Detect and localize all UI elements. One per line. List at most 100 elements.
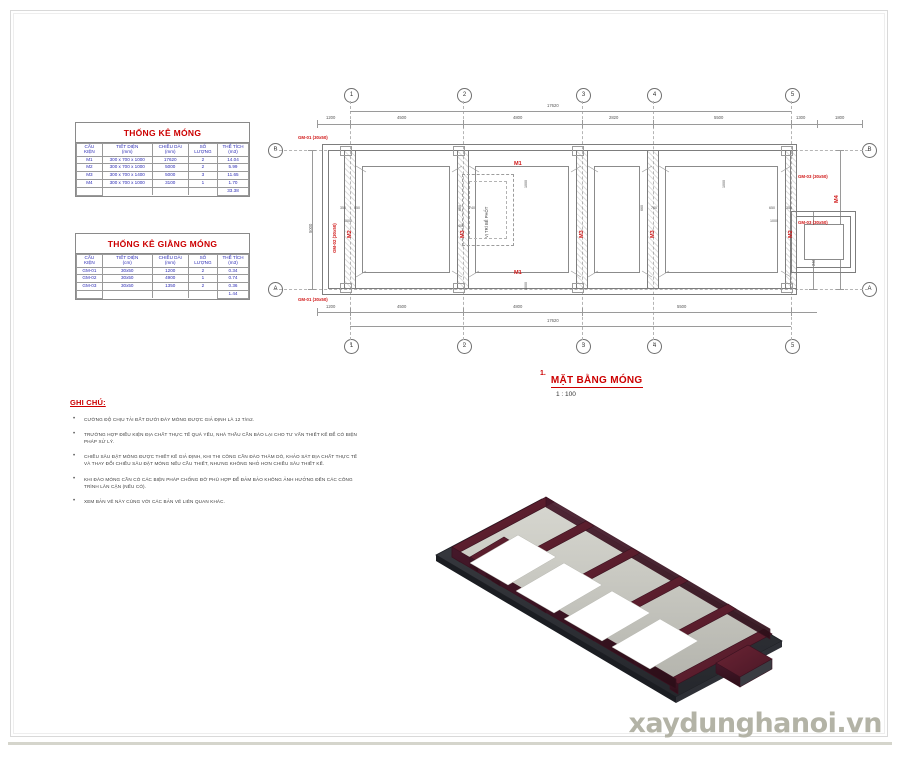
th-so-luong: SỐ LƯỢNG (187, 254, 219, 268)
grid-bubble-4-bottom: 4 (647, 339, 662, 354)
footing-pad-top-2 (453, 146, 465, 156)
dim-bottom-1200: 1200 (326, 304, 336, 309)
table-thong-ke-giang-mong: THỐNG KÊ GIẰNG MÓNG CẤU KIỆN TIẾT DIỆN (… (75, 233, 250, 300)
cell-the-tich: 5.99 (217, 163, 249, 173)
foundation-openings (469, 534, 699, 670)
table-giang-header-row: CẤU KIỆN TIẾT DIỆN (cm) CHIỀU DÀI (mm) S… (76, 254, 249, 268)
gridline-4 (653, 101, 654, 345)
cell-tiet-dien: 300 x 700 x 1000 (101, 163, 153, 173)
cell-tiet-dien: 300 x 700 x 1000 (101, 155, 153, 165)
beam-label-gm03-lower: GM-03 (30x50) (798, 220, 828, 225)
dim-tick (350, 120, 351, 128)
cell-chieu-dai: 5000 (151, 171, 189, 181)
note-item: XEM BẢN VẼ NÀY CÙNG VỚI CÁC BẢN VẼ LIÊN … (70, 497, 360, 506)
small-dim-650-left: 650 (354, 206, 360, 210)
footing-pad-corner-br (781, 283, 793, 293)
dim-line-bottom-overall (350, 326, 791, 327)
footing-label-m1-bottom: M1 (514, 270, 522, 276)
foundation-inner-wall (328, 150, 791, 289)
footing-label-m4: M4 (834, 195, 840, 203)
cell-ck: M3 (76, 171, 103, 181)
dim-tick (463, 308, 464, 316)
table-giang-title: THỐNG KÊ GIẰNG MÓNG (76, 234, 249, 254)
cell-ck: M2 (76, 163, 103, 173)
cell-ck: GM-02 (76, 274, 103, 284)
small-dim-350-left: 350 (340, 206, 346, 210)
table-row: M4 300 x 700 x 1000 3100 1 1.70 (76, 179, 249, 188)
footing-label-m1-top: M1 (514, 161, 522, 167)
cell-the-tich: 0.36 (217, 282, 249, 292)
dim-tick (582, 120, 583, 128)
cell-so-luong: 2 (187, 282, 219, 292)
total-blank-1 (76, 186, 103, 196)
th-cau-kien: CẤU KIỆN (76, 254, 103, 268)
grid-bubble-3-bottom: 3 (576, 339, 591, 354)
dim-tick (791, 120, 792, 128)
cell-tiet-dien: 30x50 (101, 282, 153, 292)
table-row: GM-03 30x50 1350 2 0.36 (76, 282, 249, 292)
table-total-row: 33.38 (76, 186, 249, 196)
gridline-2 (463, 101, 464, 345)
table-thong-ke-mong: THỐNG KÊ MÓNG CẤU KIỆN TIẾT DIỆN (mm) CH… (75, 122, 250, 197)
dim-tick (308, 150, 316, 151)
gridline-A (274, 289, 868, 290)
dim-bottom-4500: 4500 (397, 304, 407, 309)
table-row: M2 300 x 700 x 1000 5000 2 5.99 (76, 163, 249, 173)
dim-top-1300: 1300 (796, 115, 806, 120)
small-dim-1000-left: 1000 (344, 219, 352, 223)
dim-top-4800: 4800 (513, 115, 523, 120)
footing-pad-corner-tr (781, 146, 793, 156)
foundation-annex-outer (791, 211, 856, 273)
note-item: CHIỀU SÂU ĐẶT MÓNG ĐƯỢC THIẾT KẾ GIẢ ĐỊN… (70, 452, 360, 467)
table-row: GM-01 30x50 1200 2 0.34 (76, 266, 249, 276)
page-border-inner (13, 13, 885, 734)
dim-line-top-inner (317, 124, 817, 125)
dim-line-top-right (817, 124, 862, 125)
septic-tank-outline (462, 174, 514, 246)
total-blank-4 (188, 290, 219, 299)
footing-pad-bottom-2 (453, 283, 465, 293)
table-mong-header-row: CẤU KIỆN TIẾT DIỆN (mm) CHIỀU DÀI (mm) S… (76, 143, 249, 157)
page-border-outer (10, 10, 888, 737)
small-dim-400: 400 (458, 224, 464, 228)
small-dim-1000-right: 1000 (770, 219, 778, 223)
dim-tick (582, 308, 583, 316)
chamfer-lines (355, 165, 792, 278)
cell-ck: M4 (76, 179, 103, 188)
cell-the-tich: 14.04 (217, 155, 249, 165)
dim-line-top-overall (350, 111, 791, 112)
foundation-3d-view (430, 395, 790, 705)
dim-top-5500: 5500 (714, 115, 724, 120)
cell-so-luong: 1 (187, 274, 219, 284)
dim-tick (463, 120, 464, 128)
grid-bubble-2-bottom: 2 (457, 339, 472, 354)
septic-tank-inner (469, 181, 507, 239)
foundation-annex-step (715, 644, 773, 688)
dim-line-right-5000 (840, 150, 841, 289)
cell-chieu-dai: 5000 (151, 163, 189, 173)
small-dim-1000-mid-top: 1000 (524, 180, 528, 188)
footing-pad-bottom-3 (572, 283, 584, 293)
gridline-3 (582, 101, 583, 345)
cell-the-tich: 1.70 (217, 179, 249, 188)
watermark-rule (8, 742, 892, 745)
dim-tick (317, 308, 318, 316)
small-dim-350-right: 350 (786, 206, 792, 210)
table-giang-grid: CẤU KIỆN TIẾT DIỆN (cm) CHIỀU DÀI (mm) S… (76, 254, 249, 299)
cell-chieu-dai: 3100 (151, 179, 189, 188)
grid-bubble-5-top: 5 (785, 88, 800, 103)
beam-label-gm01-top: GM-01 (30x50) (298, 135, 328, 140)
note-item: KHI ĐÀO MÓNG CẦN CÓ CÁC BIỆN PHÁP CHỐNG … (70, 475, 360, 490)
cell-tiet-dien: 30x50 (101, 274, 153, 284)
beam-grid-1 (344, 150, 356, 289)
slab-opening-annex (804, 224, 844, 260)
small-dim-740-b: 740 (651, 206, 657, 210)
grid-bubble-1-bottom: 1 (344, 339, 359, 354)
beam-grid-5 (785, 150, 797, 289)
dim-tick (862, 120, 863, 128)
small-dim-740-a: 740 (469, 206, 475, 210)
cell-so-luong: 2 (187, 266, 219, 276)
table-giang-total: 1.44 (217, 290, 249, 299)
beam-label-gm02: GM-02 (30x50) (332, 223, 337, 253)
beam-grid-2 (457, 150, 469, 289)
